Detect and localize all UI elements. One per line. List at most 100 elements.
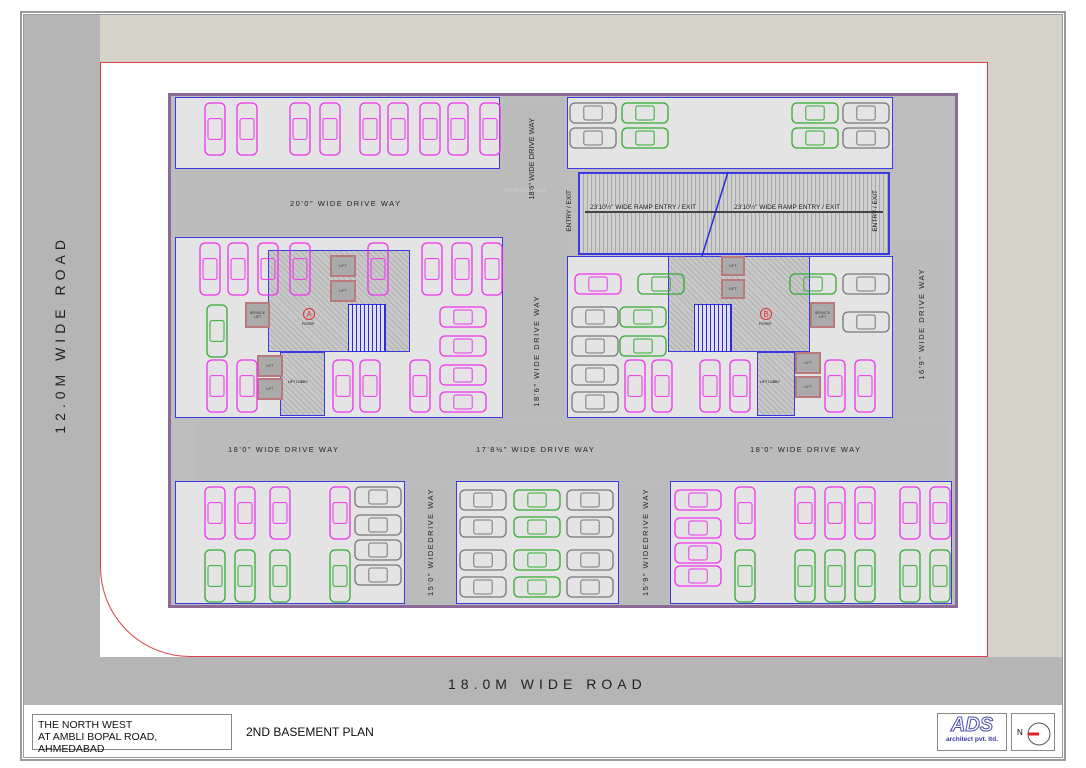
car-space: [842, 273, 890, 295]
car-space: [234, 549, 256, 603]
car-space: [621, 127, 669, 149]
car-space: [354, 486, 402, 508]
car-space: [459, 576, 507, 598]
drawing-inner-frame: [23, 14, 1063, 758]
car-space: [459, 549, 507, 571]
car-space: [674, 542, 722, 564]
ramp: [578, 172, 890, 255]
drive-way-label: 20'0" WIDE DRIVE WAY: [290, 199, 402, 208]
car-space: [329, 486, 351, 540]
car-space: [674, 565, 722, 587]
core-b-lift: LIFT: [721, 279, 745, 299]
car-space: [234, 486, 256, 540]
car-space: [734, 549, 756, 603]
car-space: [854, 359, 876, 413]
car-space: [354, 539, 402, 561]
drive-way-center: [503, 97, 567, 418]
car-space: [387, 102, 409, 156]
core-b-lift-lobby-label: LIFT LOBBY: [760, 380, 780, 384]
car-space: [439, 364, 487, 386]
logo-text: ADS: [950, 714, 994, 737]
car-space: [367, 242, 389, 296]
bottom-road: [24, 657, 1062, 705]
core-a-lift: LIFT: [330, 280, 356, 302]
car-space: [794, 486, 816, 540]
north-arrow-box: N: [1011, 713, 1055, 751]
drive-way-label: 18'0" WIDE DRIVE WAY: [750, 445, 862, 454]
drive-way-label: 18'0" WIDE DRIVE WAY: [228, 445, 340, 454]
car-space: [566, 516, 614, 538]
car-space: [566, 489, 614, 511]
car-space: [447, 102, 469, 156]
car-space: [929, 486, 951, 540]
car-space: [674, 517, 722, 539]
parking-zone-top-right: [567, 97, 893, 169]
core-a-marker: A: [303, 308, 315, 320]
ramp-label-right: 23'10½" WIDE RAMP ENTRY / EXIT: [734, 204, 841, 211]
bottom-road-label: 18.0M WIDE ROAD: [448, 676, 647, 692]
car-space: [513, 576, 561, 598]
core-a-lift-lobby-label: LIFT LOBBY: [288, 380, 308, 384]
car-space: [319, 102, 341, 156]
car-space: [332, 359, 354, 413]
watermark: PROPTIGER.com: [505, 188, 546, 194]
car-space: [791, 102, 839, 124]
car-space: [789, 273, 837, 295]
car-space: [513, 489, 561, 511]
drive-way-label: 17'8½" WIDE DRIVE WAY: [476, 445, 596, 454]
car-space: [204, 102, 226, 156]
core-a-lift: LIFT: [257, 355, 283, 377]
car-space: [729, 359, 751, 413]
car-space: [854, 549, 876, 603]
car-space: [624, 359, 646, 413]
core-b-lift: LIFT: [795, 376, 821, 398]
car-space: [637, 273, 685, 295]
core-a-foyer: FOYER: [302, 322, 315, 326]
car-space: [842, 311, 890, 333]
left-road: [24, 15, 100, 705]
core-b-lift: LIFT: [721, 256, 745, 276]
core-a-lift: LIFT: [330, 255, 356, 277]
ramp-divider: [701, 172, 729, 256]
car-space: [566, 576, 614, 598]
car-space: [674, 489, 722, 511]
car-space: [459, 516, 507, 538]
car-space: [269, 486, 291, 540]
core-a-staircase: [348, 304, 386, 352]
car-space: [854, 486, 876, 540]
car-space: [842, 102, 890, 124]
drive-way-horizontal: [198, 419, 950, 480]
north-arrow-icon: [1027, 722, 1051, 746]
ramp-label-left: 23'10½" WIDE RAMP ENTRY / EXIT: [590, 204, 697, 211]
core-b-lift-lobby: [757, 352, 795, 416]
core-b-staircase: [694, 304, 732, 352]
car-space: [571, 364, 619, 386]
car-space: [571, 335, 619, 357]
car-space: [574, 273, 622, 295]
core-b-lift: LIFT: [795, 352, 821, 374]
car-space: [206, 359, 228, 413]
parking-zone-bottom-center: [456, 481, 619, 604]
car-space: [236, 102, 258, 156]
car-space: [824, 486, 846, 540]
logo-subtext: architect pvt. ltd.: [945, 736, 998, 743]
car-space: [619, 335, 667, 357]
car-space: [824, 359, 846, 413]
car-space: [569, 102, 617, 124]
car-space: [479, 102, 501, 156]
car-space: [734, 486, 756, 540]
car-space: [651, 359, 673, 413]
project-box: THE NORTH WEST AT AMBLI BOPAL ROAD, AHME…: [32, 714, 232, 755]
car-space: [569, 127, 617, 149]
project-name: THE NORTH WEST: [38, 719, 133, 731]
drive-way-bottom-right: [620, 481, 669, 605]
car-space: [566, 549, 614, 571]
core-a-service-lift: SERVICE LIFT: [245, 302, 270, 328]
drawing-frame: [20, 11, 1066, 761]
core-b-marker: B: [760, 308, 772, 320]
car-space: [227, 242, 249, 296]
car-space: [459, 489, 507, 511]
car-space: [236, 359, 258, 413]
car-space: [199, 242, 221, 296]
drive-way-top-left: [175, 170, 503, 236]
